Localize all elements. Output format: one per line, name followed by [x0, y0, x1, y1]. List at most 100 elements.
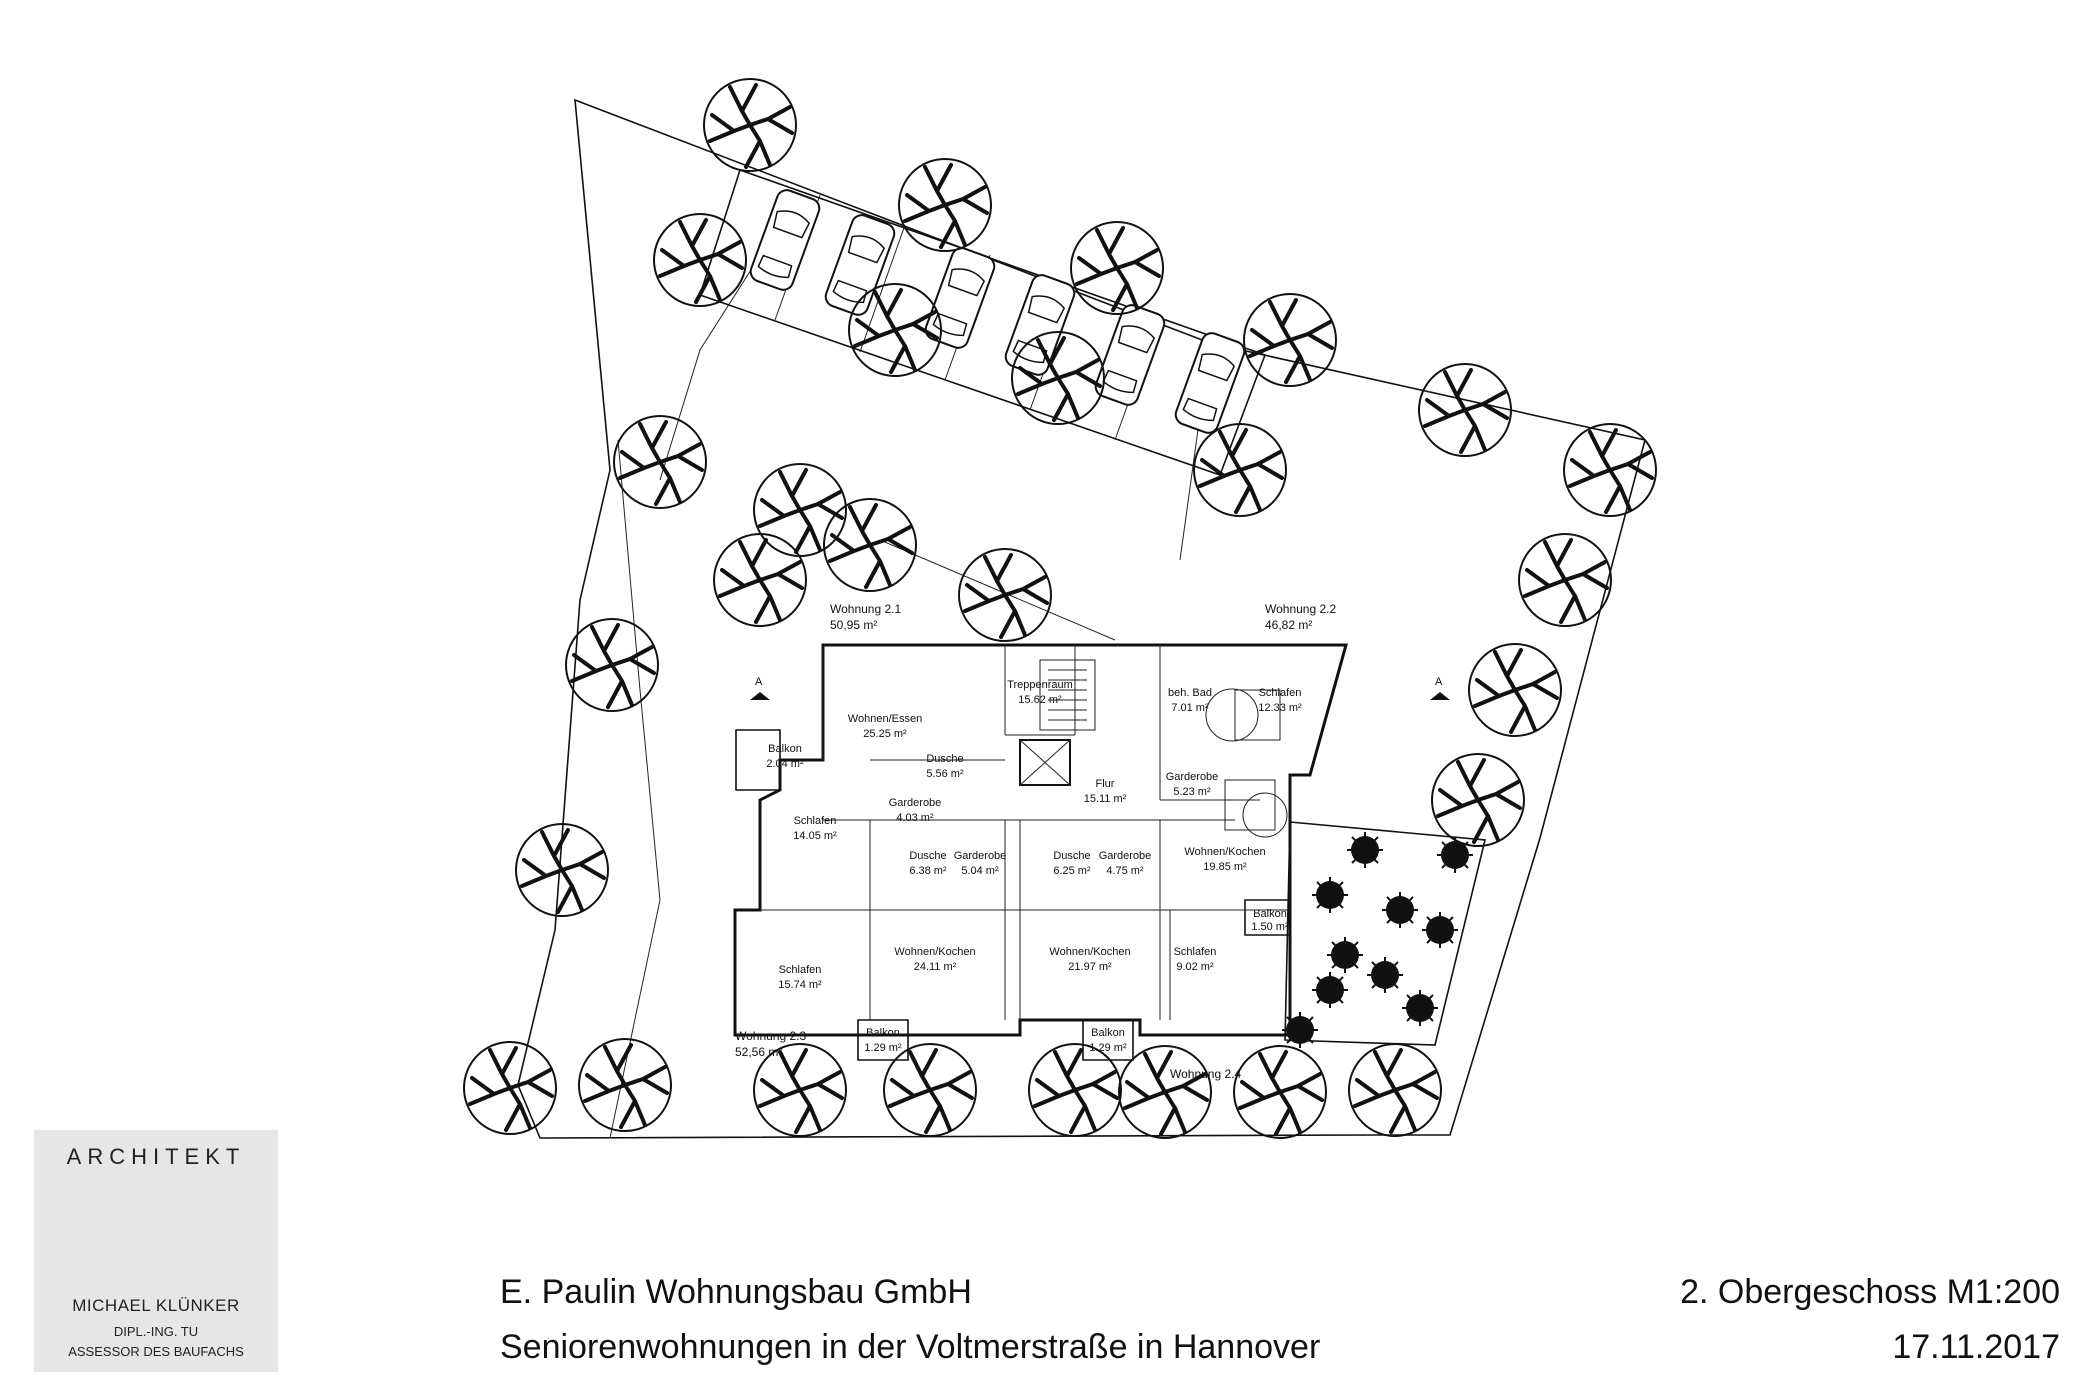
- shrub: [1381, 891, 1419, 929]
- room-area: 21.97 m²: [1068, 961, 1112, 973]
- section-marker-label: A: [1435, 676, 1443, 688]
- section-markers: A A: [750, 676, 1450, 700]
- tree: [1069, 220, 1165, 316]
- architect-title-block: ARCHITEKT MICHAEL KLÜNKER DIPL.-ING. TU …: [34, 1130, 278, 1372]
- tree: [1430, 752, 1526, 848]
- room-area: 1.29 m²: [1089, 1042, 1127, 1054]
- tree: [1027, 1042, 1123, 1138]
- unit-area: 52,56 m²: [735, 1045, 782, 1059]
- sheet-title: 2. Obergeschoss M1:200: [1680, 1273, 2060, 1311]
- shrub: [1311, 971, 1349, 1009]
- tree: [897, 157, 993, 253]
- room-name: Schlafen: [1174, 946, 1217, 958]
- room-area: 6.38 m²: [909, 865, 947, 877]
- unit-name: Wohnung 2.3: [735, 1029, 806, 1043]
- building-outline: [733, 643, 1348, 1061]
- shrub: [1326, 936, 1364, 974]
- unit-area: 46,82 m²: [1265, 618, 1312, 632]
- unit-labels: Wohnung 2.1 50,95 m² Wohnung 2.2 46,82 m…: [735, 602, 1336, 1081]
- room-name: beh. Bad: [1168, 687, 1212, 699]
- room-area: 19.85 m²: [1203, 861, 1247, 873]
- architect-heading: ARCHITEKT: [66, 1144, 246, 1169]
- parked-car: [746, 186, 824, 294]
- architect-degree: DIPL.-ING. TU: [113, 1324, 199, 1339]
- tree: [652, 212, 748, 308]
- parked-car: [821, 211, 899, 319]
- room-area: 6.25 m²: [1053, 865, 1091, 877]
- shrub: [1421, 911, 1459, 949]
- room-name: Garderobe: [954, 850, 1007, 862]
- tree: [1417, 362, 1513, 458]
- shrub: [1281, 1011, 1319, 1049]
- tree: [1242, 292, 1338, 388]
- room-name: Dusche: [926, 753, 963, 765]
- room-area: 5.23 m²: [1173, 786, 1211, 798]
- tree: [847, 282, 943, 378]
- section-marker-label: A: [755, 676, 763, 688]
- room-area: 2.04 m²: [766, 758, 804, 770]
- parked-car: [1091, 301, 1169, 409]
- property-boundary: [517, 98, 1646, 1139]
- room-name: Wohnen/Kochen: [1184, 846, 1265, 858]
- room-area: 15.11 m²: [1084, 793, 1127, 805]
- architect-title: ASSESSOR DES BAUFACHS: [68, 1344, 244, 1359]
- tree: [752, 462, 848, 558]
- architect-name: MICHAEL KLÜNKER: [72, 1296, 240, 1315]
- tree: [462, 1040, 558, 1136]
- unit-name: Wohnung 2.2: [1265, 602, 1336, 616]
- parked-car: [1171, 329, 1249, 437]
- shrub: [1346, 831, 1384, 869]
- room-area: 1.50 m²: [1251, 921, 1289, 933]
- client-name: E. Paulin Wohnungsbau GmbH: [500, 1273, 972, 1311]
- room-name: Balkon: [768, 743, 802, 755]
- room-name: Schlafen: [1259, 687, 1302, 699]
- room-name: Wohnen/Essen: [848, 713, 922, 725]
- room-name: Wohnen/Kochen: [894, 946, 975, 958]
- unit-name: Wohnung 2.4: [1170, 1067, 1241, 1081]
- room-area: 15.74 m²: [778, 979, 822, 991]
- project-name: Seniorenwohnungen in der Voltmerstraße i…: [500, 1328, 1321, 1366]
- shrub: [1401, 989, 1439, 1027]
- tree: [712, 532, 808, 628]
- tree: [1517, 532, 1613, 628]
- unit-area: 50,95 m²: [830, 618, 877, 632]
- room-area: 14.05 m²: [793, 830, 837, 842]
- unit-name: Wohnung 2.1: [830, 602, 901, 616]
- tree: [882, 1042, 978, 1138]
- room-name: Wohnen/Kochen: [1049, 946, 1130, 958]
- room-area: 15.62 m²: [1018, 694, 1062, 706]
- tree: [1467, 642, 1563, 738]
- parking-area: [698, 168, 1267, 477]
- room-area: 4.03 m²: [896, 812, 934, 824]
- room-name: Flur: [1096, 778, 1115, 790]
- room-name: Dusche: [909, 850, 946, 862]
- tree: [1562, 422, 1658, 518]
- tree: [1347, 1042, 1443, 1138]
- room-name: Treppenraum: [1007, 679, 1073, 691]
- room-area: 9.02 m²: [1176, 961, 1214, 973]
- tree: [564, 617, 660, 713]
- garden-area: [1281, 821, 1486, 1049]
- trees: [462, 77, 1658, 1140]
- room-area: 7.01 m²: [1171, 702, 1209, 714]
- tree: [577, 1037, 673, 1133]
- room-area: 4.75 m²: [1106, 865, 1144, 877]
- room-area: 1.29 m²: [864, 1042, 902, 1054]
- tree: [514, 822, 610, 918]
- room-name: Schlafen: [794, 815, 837, 827]
- room-area: 5.56 m²: [926, 768, 964, 780]
- drawing-date: 17.11.2017: [1892, 1328, 2060, 1366]
- room-name: Garderobe: [889, 797, 942, 809]
- tree: [1010, 330, 1106, 426]
- room-area: 24.11 m²: [914, 961, 957, 973]
- room-name: Balkon: [1253, 908, 1287, 920]
- room-name: Dusche: [1053, 850, 1090, 862]
- room-name: Schlafen: [779, 964, 822, 976]
- tree: [612, 414, 708, 510]
- room-name: Balkon: [866, 1027, 900, 1039]
- tree: [1232, 1044, 1328, 1140]
- shrub: [1366, 956, 1404, 994]
- tree: [822, 497, 918, 593]
- room-area: 5.04 m²: [961, 865, 999, 877]
